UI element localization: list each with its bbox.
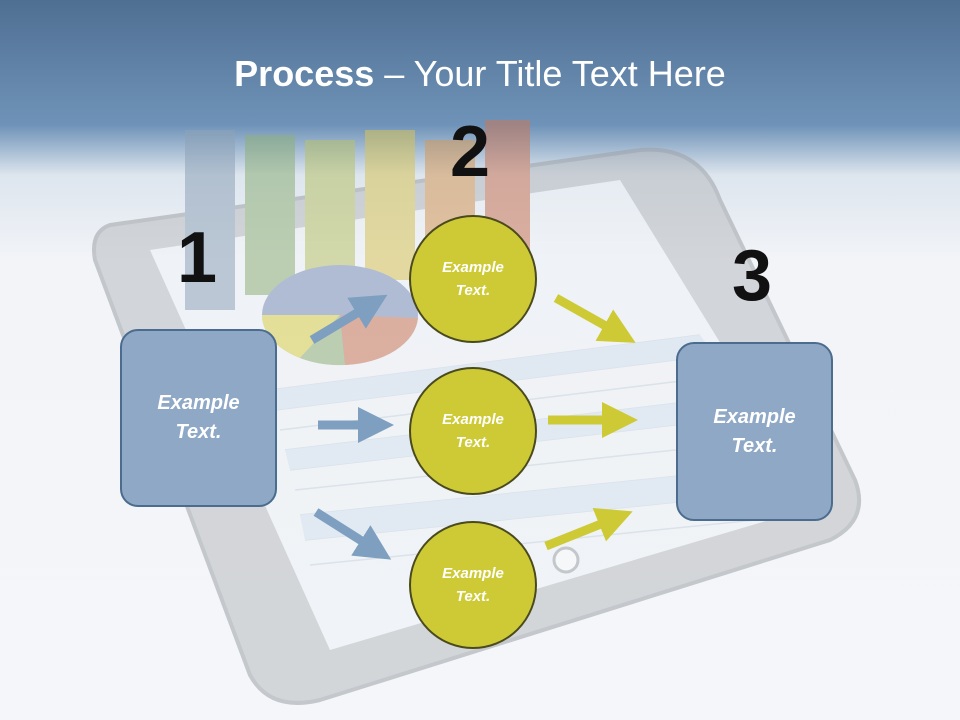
slide-title: Process – Your Title Text Here (0, 52, 960, 96)
arrow-up-right (309, 294, 388, 344)
circle-top[interactable]: Example Text. (409, 215, 537, 343)
right-box-text: Example Text. (713, 405, 796, 457)
title-rest: – Your Title Text Here (374, 53, 726, 94)
left-text-box[interactable]: Example Text. (120, 329, 277, 507)
circle-bottom-text: Example Text. (442, 565, 504, 605)
circle-middle[interactable]: Example Text. (409, 367, 537, 495)
arrow-down-right (313, 508, 392, 560)
circle-middle-text: Example Text. (442, 411, 504, 451)
left-box-text: Example Text. (157, 392, 240, 443)
step-number-3: 3 (732, 236, 773, 316)
title-bold: Process (234, 53, 375, 94)
step-number-2: 2 (450, 112, 491, 192)
arrow-to-box-top (553, 294, 636, 343)
circle-top-text: Example Text. (442, 259, 504, 299)
arrow-to-box-bottom (544, 507, 633, 551)
right-text-box[interactable]: Example Text. (676, 342, 833, 521)
step-number-1: 1 (177, 218, 218, 298)
circle-bottom[interactable]: Example Text. (409, 521, 537, 649)
